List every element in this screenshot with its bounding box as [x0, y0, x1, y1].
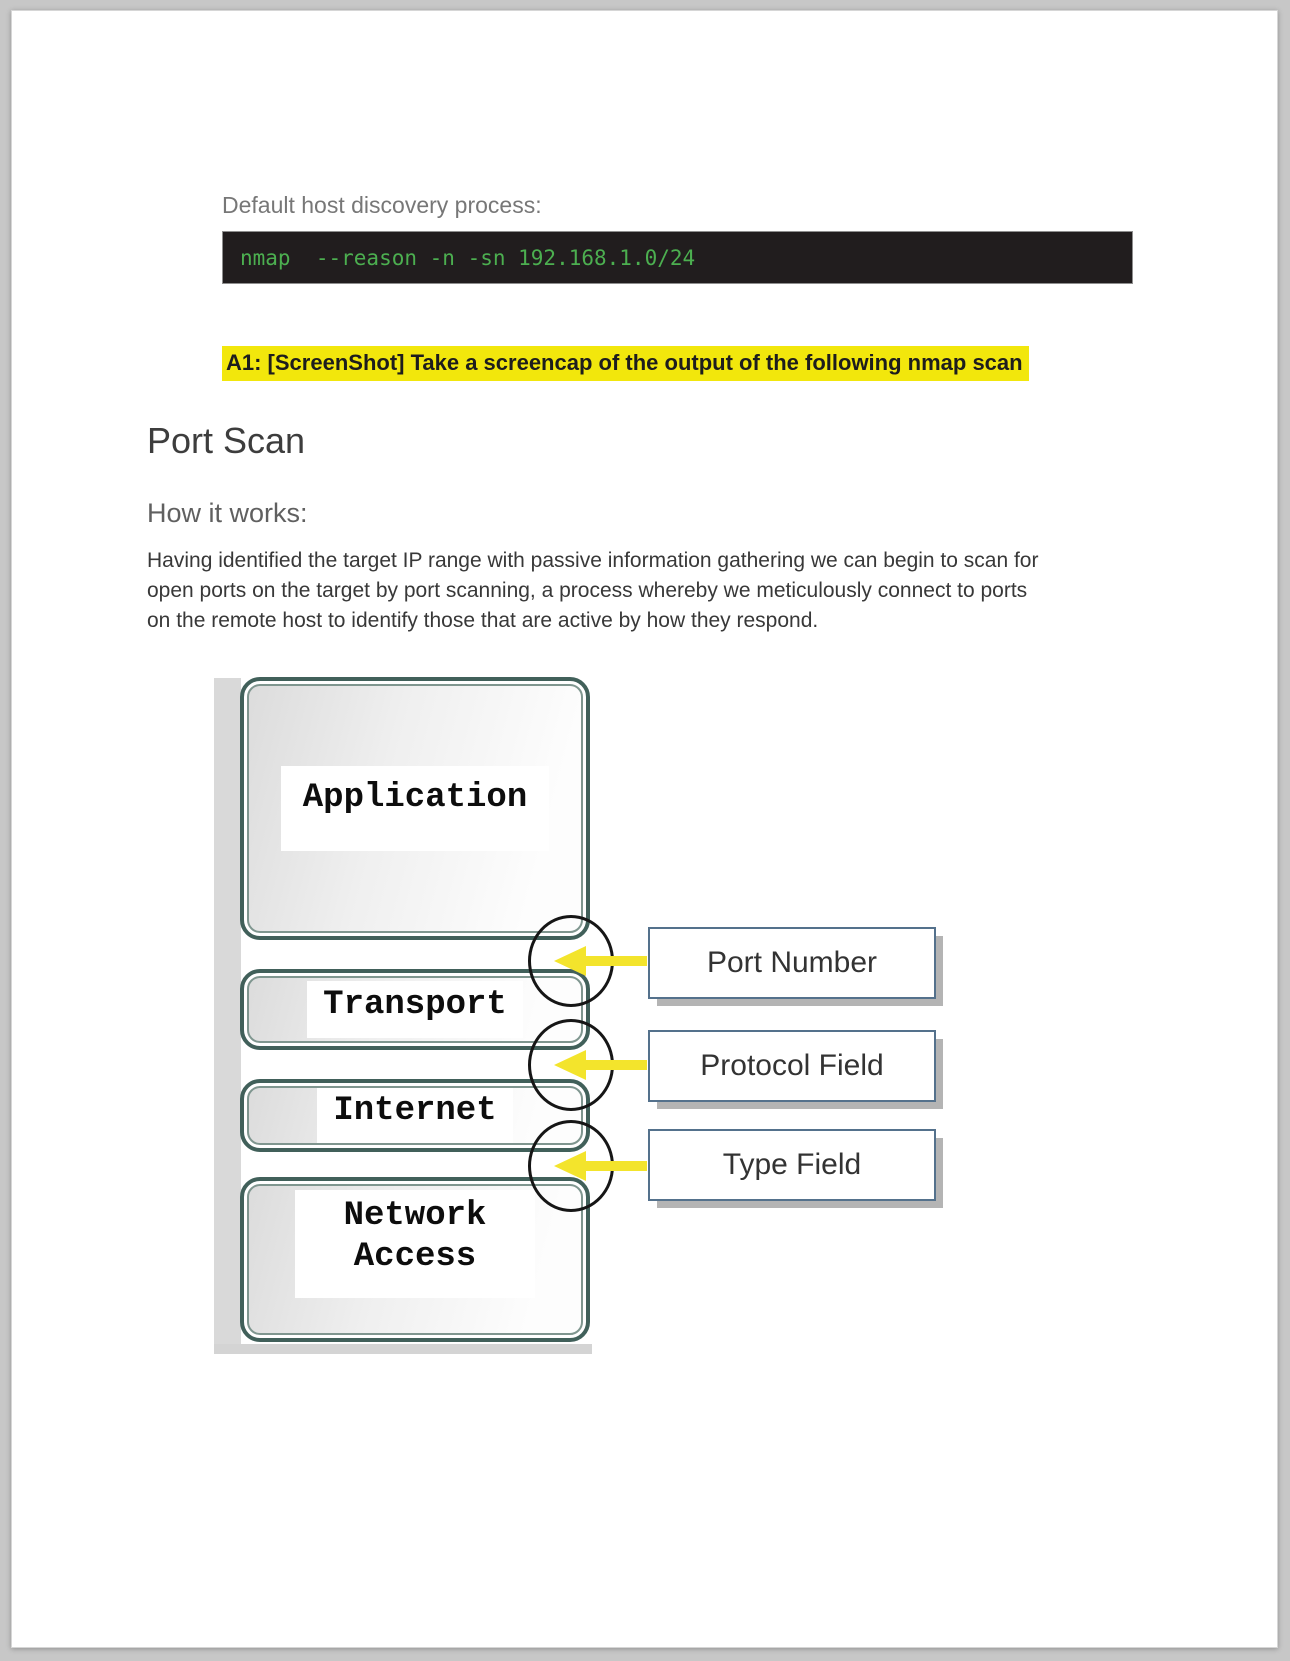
arrow-head-icon	[554, 1151, 586, 1181]
layer-skin: Application	[247, 684, 583, 933]
paragraph-line: on the remote host to identify those tha…	[147, 609, 819, 632]
body-paragraph: Having identified the target IP range wi…	[147, 546, 1038, 636]
intro-label: Default host discovery process:	[222, 192, 542, 218]
paragraph-line: Having identified the target IP range wi…	[147, 549, 1039, 572]
layer-label-transport: Transport	[307, 981, 523, 1038]
code-block: nmap --reason -n -sn 192.168.1.0/24	[222, 231, 1133, 284]
callout-box-type-field: Type Field	[648, 1129, 936, 1201]
layer-box-application: Application	[240, 677, 590, 940]
arrow-bar	[584, 1161, 647, 1171]
highlighted-note: A1: [ScreenShot] Take a screencap of the…	[222, 346, 1029, 381]
layer-box-network-access: Network Access	[240, 1177, 590, 1342]
diagram-backdrop-left	[214, 678, 241, 1352]
callout-label: Port Number	[706, 946, 878, 979]
layer-box-internet: Internet	[240, 1079, 590, 1152]
arrow-bar	[584, 1060, 647, 1070]
diagram-backdrop-bottom	[214, 1344, 592, 1354]
layer-skin: Internet	[247, 1086, 583, 1145]
layer-label-application: Application	[280, 766, 550, 851]
callout-box-protocol-field: Protocol Field	[648, 1030, 936, 1102]
arrow-bar	[584, 956, 647, 966]
callout-label: Type Field	[722, 1148, 862, 1181]
layer-label-internet: Internet	[317, 1088, 513, 1143]
callout-label: Protocol Field	[700, 1049, 884, 1082]
arrow-head-icon	[554, 946, 586, 976]
layer-box-transport: Transport	[240, 969, 590, 1050]
paragraph-line: open ports on the target by port scannin…	[147, 579, 1028, 602]
layer-skin: Network Access	[247, 1184, 583, 1335]
nmap-command-text: nmap --reason -n -sn 192.168.1.0/24	[240, 245, 696, 270]
layer-skin: Transport	[247, 976, 583, 1043]
layer-label-network-access: Network Access	[295, 1190, 535, 1298]
callout-box-port-number: Port Number	[648, 927, 936, 999]
arrow-head-icon	[554, 1050, 586, 1080]
subsection-heading: How it works:	[147, 498, 308, 528]
section-heading: Port Scan	[147, 420, 306, 461]
